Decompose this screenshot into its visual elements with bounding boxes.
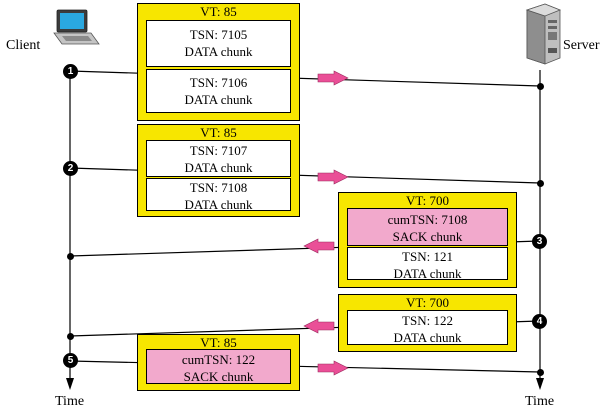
line-end-dot bbox=[67, 253, 74, 260]
packet-vt-label: VT: 700 bbox=[405, 295, 450, 310]
chunk-tsn: TSN: 7107 bbox=[189, 143, 248, 158]
sack-chunk: cumTSN: 122 SACK chunk bbox=[146, 349, 291, 384]
packet-vt-label: VT: 85 bbox=[200, 335, 237, 350]
line-end-dot bbox=[537, 83, 544, 90]
data-chunk: TSN: 7108 DATA chunk bbox=[146, 178, 291, 212]
server-label: Server bbox=[563, 38, 600, 53]
chunk-tsn: TSN: 7108 bbox=[189, 180, 248, 195]
direction-arrow-5 bbox=[317, 360, 349, 376]
data-chunk: TSN: 7105 DATA chunk bbox=[146, 20, 291, 67]
chunk-tsn: TSN: 121 bbox=[402, 249, 453, 264]
direction-arrow-1 bbox=[317, 70, 349, 86]
direction-arrow-4 bbox=[303, 318, 335, 334]
chunk-cumtsn: cumTSN: 122 bbox=[181, 352, 256, 367]
chunk-tsn: TSN: 122 bbox=[402, 313, 453, 328]
packet-vt-label: VT: 85 bbox=[200, 125, 237, 140]
client-label: Client bbox=[6, 38, 41, 53]
data-chunk: TSN: 121 DATA chunk bbox=[347, 247, 508, 281]
step-marker-2: 2 bbox=[63, 161, 78, 176]
data-chunk: TSN: 7107 DATA chunk bbox=[146, 140, 291, 177]
chunk-type: SACK chunk bbox=[183, 369, 254, 384]
server-time-arrowhead bbox=[536, 378, 544, 390]
chunk-type: DATA chunk bbox=[184, 160, 253, 175]
direction-arrow-2 bbox=[317, 169, 349, 185]
sack-chunk: cumTSN: 7108 SACK chunk bbox=[347, 208, 508, 246]
server-time-label: Time bbox=[525, 394, 555, 409]
laptop-icon bbox=[53, 9, 100, 45]
chunk-type: DATA chunk bbox=[393, 266, 462, 281]
direction-arrow-3 bbox=[303, 238, 335, 254]
step-marker-4: 4 bbox=[532, 314, 547, 329]
chunk-type: DATA chunk bbox=[184, 92, 253, 107]
packet-3: VT: 700 cumTSN: 7108 SACK chunk TSN: 121… bbox=[338, 192, 517, 288]
line-end-dot bbox=[67, 333, 74, 340]
step-marker-5: 5 bbox=[63, 353, 78, 368]
data-chunk: TSN: 7106 DATA chunk bbox=[146, 69, 291, 113]
chunk-type: DATA chunk bbox=[184, 197, 253, 212]
chunk-tsn: TSN: 7106 bbox=[189, 75, 248, 90]
client-time-label: Time bbox=[55, 394, 85, 409]
client-time-arrowhead bbox=[66, 378, 74, 390]
packet-2: VT: 85 TSN: 7107 DATA chunk TSN: 7108 DA… bbox=[137, 124, 300, 217]
line-end-dot bbox=[537, 369, 544, 376]
packet-4: VT: 700 TSN: 122 DATA chunk bbox=[338, 294, 517, 352]
line-end-dot bbox=[537, 180, 544, 187]
chunk-type: SACK chunk bbox=[392, 229, 463, 244]
server-icon bbox=[525, 3, 562, 65]
packet-5: VT: 85 cumTSN: 122 SACK chunk bbox=[137, 334, 300, 391]
chunk-cumtsn: cumTSN: 7108 bbox=[387, 212, 468, 227]
chunk-type: DATA chunk bbox=[393, 330, 462, 345]
data-chunk: TSN: 122 DATA chunk bbox=[347, 310, 508, 345]
chunk-tsn: TSN: 7105 bbox=[189, 27, 248, 42]
packet-1: VT: 85 TSN: 7105 DATA chunk TSN: 7106 DA… bbox=[137, 3, 300, 121]
packet-vt-label: VT: 700 bbox=[405, 193, 450, 208]
chunk-type: DATA chunk bbox=[184, 44, 253, 59]
packet-vt-label: VT: 85 bbox=[200, 4, 237, 19]
step-marker-1: 1 bbox=[63, 64, 78, 79]
step-marker-3: 3 bbox=[532, 234, 547, 249]
